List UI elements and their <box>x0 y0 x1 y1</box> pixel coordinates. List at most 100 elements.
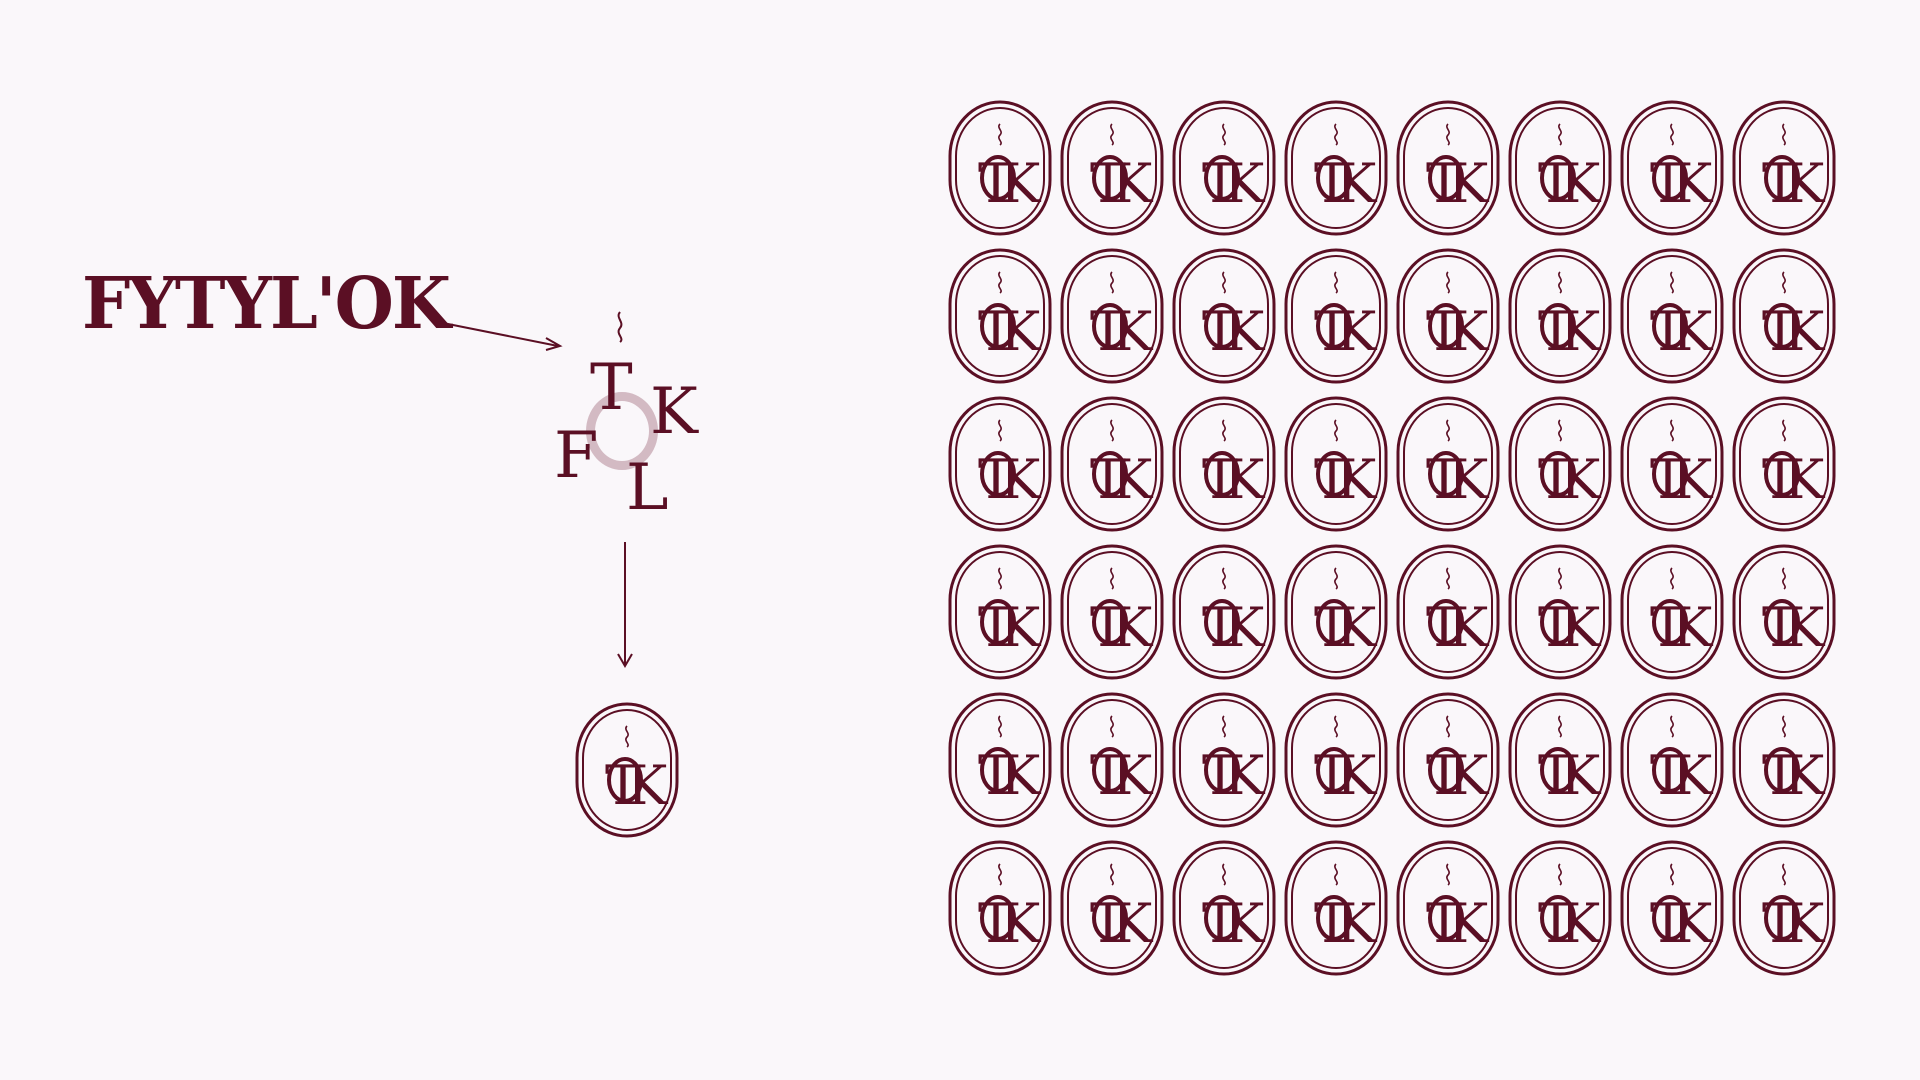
monogram-letter-t: T <box>978 300 1014 363</box>
monogram-letter-t: T <box>1314 892 1350 955</box>
monogram-letter-k: K <box>1224 300 1266 363</box>
monogram-letter-k: K <box>1112 596 1154 659</box>
o-shape <box>1540 155 1576 201</box>
monogram-letter-k: K <box>1784 596 1826 659</box>
o-shape <box>1092 303 1128 349</box>
o-shape <box>1428 747 1464 793</box>
o-shape <box>980 747 1016 793</box>
o-shape <box>1092 895 1128 941</box>
o-shape <box>1092 155 1128 201</box>
o-shape <box>1092 599 1128 645</box>
monogram-letter-k: K <box>1112 448 1154 511</box>
o-shape <box>1540 451 1576 497</box>
monogram-letter-t: T <box>978 744 1014 807</box>
pattern-badge: T K <box>1172 248 1276 384</box>
monogram-letter-t: T <box>1762 596 1798 659</box>
steam-icon <box>1334 567 1338 590</box>
pattern-badge: T K <box>1060 840 1164 976</box>
monogram-letter-t: T <box>978 448 1014 511</box>
monogram-letter-t: T <box>1426 152 1462 215</box>
pattern-badge: T K <box>1172 100 1276 236</box>
o-shape <box>980 303 1016 349</box>
o-shape <box>1540 747 1576 793</box>
monogram-letter-t: T <box>1538 300 1574 363</box>
steam-icon <box>1446 271 1450 294</box>
monogram-letter-k: K <box>1112 300 1154 363</box>
monogram-letter-t: T <box>1202 448 1238 511</box>
monogram-letter-k: K <box>1336 596 1378 659</box>
monogram-letter-k: K <box>1784 152 1826 215</box>
steam-icon <box>1110 419 1114 442</box>
monogram-letter-k: K <box>1336 300 1378 363</box>
wordmark-logo: FYTYL'OK <box>82 262 451 346</box>
pattern-badge: T K <box>1732 248 1836 384</box>
pattern-badge: T K <box>1060 396 1164 532</box>
steam-icon <box>1558 123 1562 146</box>
steam-icon <box>1782 863 1786 886</box>
pattern-badge: T K <box>1284 692 1388 828</box>
pattern-badge: T K <box>948 692 1052 828</box>
steam-icon <box>1110 715 1114 738</box>
arrow-down-icon <box>617 542 633 668</box>
pattern-badge: T K <box>1732 100 1836 236</box>
pattern-badge: T K <box>1620 248 1724 384</box>
steam-icon <box>998 419 1002 442</box>
o-shape <box>1652 451 1688 497</box>
o-shape <box>1316 451 1352 497</box>
pattern-badge: T K <box>1060 692 1164 828</box>
construction-letter-l: L <box>626 451 669 525</box>
monogram-letter-k: K <box>1224 744 1266 807</box>
o-shape <box>1652 303 1688 349</box>
o-shape <box>1428 895 1464 941</box>
monogram-letter-k: K <box>1336 448 1378 511</box>
monogram-letter-t: T <box>1314 152 1350 215</box>
steam-icon <box>1670 567 1674 590</box>
monogram-letter-k: K <box>1784 892 1826 955</box>
monogram-letter-t: T <box>1538 596 1574 659</box>
monogram-letter-t: T <box>1090 300 1126 363</box>
monogram-letter-t: T <box>1538 448 1574 511</box>
steam-icon <box>1222 123 1226 146</box>
monogram-letter-k: K <box>1448 448 1490 511</box>
pattern-badge: T K <box>1396 100 1500 236</box>
steam-icon <box>1334 271 1338 294</box>
pattern-badge: T K <box>1172 396 1276 532</box>
steam-icon <box>1670 863 1674 886</box>
monogram-letter-t: T <box>1314 448 1350 511</box>
pattern-badge: T K <box>1732 544 1836 680</box>
monogram-letter-k: K <box>1672 300 1714 363</box>
monogram-letter-k: K <box>1560 892 1602 955</box>
pattern-badge: T K <box>1284 100 1388 236</box>
pattern-badge: T K <box>1060 544 1164 680</box>
steam-icon <box>1222 863 1226 886</box>
monogram-letter-t: T <box>1202 596 1238 659</box>
o-shape <box>1540 303 1576 349</box>
monogram-letter-t: T <box>1762 892 1798 955</box>
monogram-letter-t: T <box>1090 596 1126 659</box>
pattern-badge: T K <box>948 248 1052 384</box>
monogram-letter-t: T <box>1762 152 1798 215</box>
monogram-letter-t: T <box>1314 596 1350 659</box>
monogram-letter-t: T <box>1090 892 1126 955</box>
monogram-letter-t: T <box>1314 300 1350 363</box>
steam-icon <box>1334 123 1338 146</box>
steam-icon <box>1782 271 1786 294</box>
monogram-letter-k: K <box>1560 300 1602 363</box>
steam-icon <box>998 123 1002 146</box>
monogram-letter-k: K <box>1224 152 1266 215</box>
monogram-letter-t: T <box>1090 448 1126 511</box>
monogram-letter-k: K <box>1560 152 1602 215</box>
pattern-badge: T K <box>948 100 1052 236</box>
monogram-letter-t: T <box>978 892 1014 955</box>
steam-icon <box>1110 271 1114 294</box>
o-shape <box>980 155 1016 201</box>
monogram-letter-k: K <box>1224 596 1266 659</box>
monogram-letter-t: T <box>1650 448 1686 511</box>
steam-icon <box>1782 567 1786 590</box>
o-shape <box>1764 599 1800 645</box>
steam-icon <box>1222 419 1226 442</box>
steam-icon <box>1782 419 1786 442</box>
monogram-letter-t: T <box>1650 744 1686 807</box>
o-shape <box>1652 747 1688 793</box>
